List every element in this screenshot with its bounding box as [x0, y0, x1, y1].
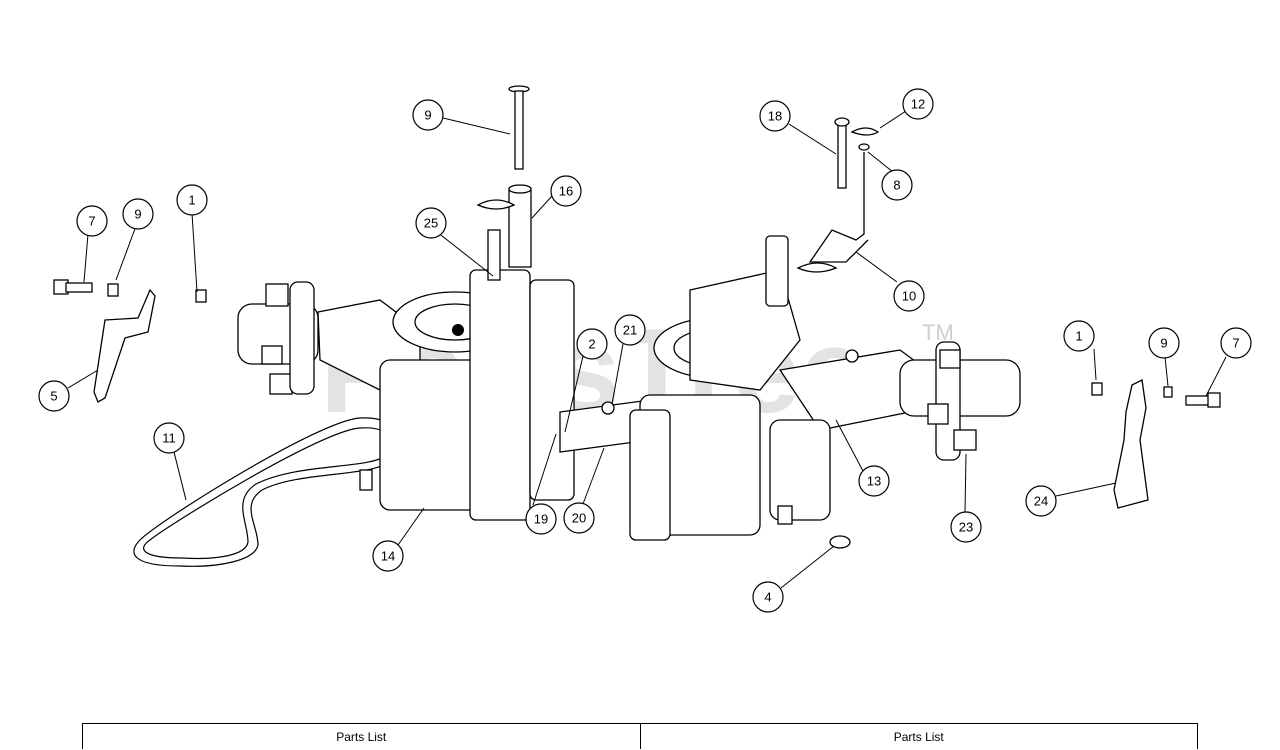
svg-text:7: 7	[88, 214, 95, 229]
svg-text:11: 11	[162, 431, 176, 446]
callout-16: 16	[550, 175, 582, 207]
exploded-parts-diagram: PartsTree TM	[38, 85, 1252, 613]
callout-19: 19	[525, 503, 557, 535]
callout-13: 13	[858, 465, 890, 497]
left-transaxle-drawing	[237, 229, 575, 521]
washer-drawing	[829, 535, 851, 549]
svg-text:13: 13	[867, 474, 881, 489]
callout-10: 10	[893, 280, 925, 312]
svg-text:20: 20	[572, 511, 586, 526]
callout-2: 2	[576, 328, 608, 360]
right-locknut-drawing	[1091, 382, 1103, 396]
callout-1-right: 1	[1063, 320, 1095, 352]
callout-23: 23	[950, 511, 982, 543]
parts-list-header-right: Parts List	[639, 724, 1198, 749]
svg-text:9: 9	[424, 108, 431, 123]
svg-text:10: 10	[902, 289, 916, 304]
callout-6: 9	[412, 99, 444, 131]
tube-drawing	[508, 184, 532, 268]
svg-text:25: 25	[424, 216, 438, 231]
callout-21: 21	[614, 314, 646, 346]
callout-7-right: 7	[1220, 327, 1252, 359]
svg-text:19: 19	[534, 512, 548, 527]
long-pin-drawing	[508, 85, 530, 170]
callout-1-left: 1	[176, 184, 208, 216]
callout-11: 11	[153, 422, 185, 454]
svg-text:24: 24	[1034, 494, 1048, 509]
callout-9-right: 9	[1148, 327, 1180, 359]
pin-clip-drawing	[834, 117, 880, 189]
svg-text:9: 9	[1160, 336, 1167, 351]
brace-fitting-drawing	[601, 401, 615, 415]
left-nut-drawing	[107, 283, 119, 297]
svg-text:2: 2	[588, 337, 595, 352]
drive-belt-drawing	[133, 417, 401, 567]
left-bolt-drawing	[53, 279, 93, 295]
callout-5: 5	[38, 380, 70, 412]
right-nut-drawing	[1163, 386, 1173, 398]
svg-text:4: 4	[764, 590, 771, 605]
svg-text:5: 5	[50, 389, 57, 404]
rod-clip-left-drawing	[476, 199, 516, 210]
right-bracket-drawing	[1113, 379, 1149, 509]
svg-text:9: 9	[134, 207, 141, 222]
callout-18: 18	[759, 100, 791, 132]
callout-8: 8	[881, 169, 913, 201]
svg-text:14: 14	[381, 549, 395, 564]
rod-clip-drawing	[796, 262, 838, 273]
callout-25: 25	[415, 207, 447, 239]
bypass-rod-drawing	[808, 152, 869, 263]
callout-14: 14	[372, 540, 404, 572]
svg-text:7: 7	[1232, 336, 1239, 351]
svg-text:8: 8	[893, 178, 900, 193]
callout-7-left: 7	[76, 205, 108, 237]
callout-9-left: 9	[122, 198, 154, 230]
svg-text:21: 21	[623, 323, 637, 338]
callout-24: 24	[1025, 485, 1057, 517]
leader-lines	[67, 110, 1227, 589]
watermark-trademark: TM	[922, 320, 954, 345]
callout-12: 12	[902, 88, 934, 120]
svg-text:1: 1	[1075, 329, 1082, 344]
part-drawings	[53, 85, 1221, 567]
svg-text:1: 1	[188, 193, 195, 208]
svg-text:18: 18	[768, 109, 782, 124]
callout-4: 4	[752, 581, 784, 613]
parts-list-header-left: Parts List	[336, 730, 387, 744]
svg-text:16: 16	[559, 184, 573, 199]
svg-text:12: 12	[911, 97, 925, 112]
parts-list-table: Parts List Parts List	[82, 723, 1198, 749]
left-locknut-drawing	[195, 289, 207, 303]
right-bolt-drawing	[1185, 392, 1221, 408]
right-transaxle-drawing	[629, 235, 1021, 541]
svg-text:23: 23	[959, 520, 973, 535]
left-bracket-drawing	[93, 288, 156, 403]
callout-20: 20	[563, 502, 595, 534]
